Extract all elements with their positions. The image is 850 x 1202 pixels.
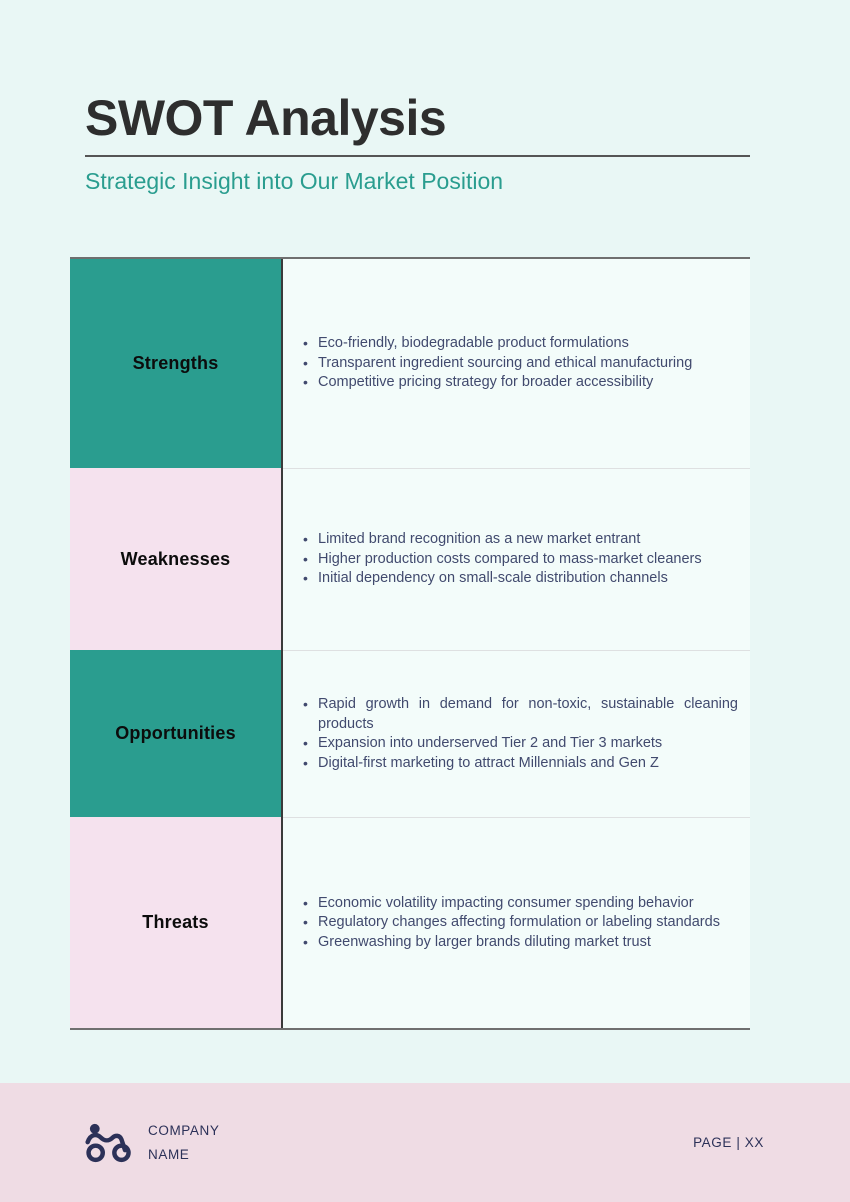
swot-row-label: Strengths [70,259,283,468]
swot-row: Weaknesses Limited brand recognition as … [70,468,750,650]
swot-category-label: Opportunities [115,723,236,743]
swot-row-label: Threats [70,817,283,1028]
swot-row-label: Opportunities [70,650,283,817]
list-item: Regulatory changes affecting formulation… [301,913,738,933]
page-subtitle: Strategic Insight into Our Market Positi… [85,168,504,194]
list-item: Rapid growth in demand for non-toxic, su… [301,695,738,734]
swot-category-label: Threats [142,912,209,932]
list-item: Higher production costs compared to mass… [301,550,738,570]
bullet-list: Limited brand recognition as a new marke… [301,530,738,589]
company-name: COMPANY NAME [148,1119,219,1167]
bullet-list: Economic volatility impacting consumer s… [301,894,738,953]
list-item: Economic volatility impacting consumer s… [301,894,738,914]
swot-row-content: Limited brand recognition as a new marke… [283,468,750,650]
header: SWOT Analysis Strategic Insight into Our… [0,0,850,197]
bullet-list: Rapid growth in demand for non-toxic, su… [301,695,738,773]
footer: COMPANY NAME PAGE | XX [0,1083,850,1202]
company-name-line1: COMPANY [148,1122,220,1138]
swot-row: Threats Economic volatility impacting co… [70,817,750,1028]
bullet-list: Eco-friendly, biodegradable product form… [301,334,738,393]
list-item: Limited brand recognition as a new marke… [301,530,738,550]
list-item: Expansion into underserved Tier 2 and Ti… [301,734,738,754]
list-item: Eco-friendly, biodegradable product form… [301,334,738,354]
list-item: Initial dependency on small-scale distri… [301,569,738,589]
swot-category-label: Weaknesses [120,548,231,569]
list-item: Digital-first marketing to attract Mille… [301,754,738,774]
swot-row-content: Eco-friendly, biodegradable product form… [283,259,750,468]
swot-category-label: Strengths [132,353,219,373]
swot-row: Opportunities Rapid growth in demand for… [70,650,750,817]
company-name-line2: NAME [148,1146,190,1162]
list-item: Greenwashing by larger brands diluting m… [301,933,738,953]
page-number: PAGE | XX [693,1135,764,1150]
swot-row-content: Economic volatility impacting consumer s… [283,817,750,1028]
swot-table: Strengths Eco-friendly, biodegradable pr… [70,257,750,1030]
swot-row-label: Weaknesses [70,468,283,650]
title-divider [85,155,750,157]
list-item: Transparent ingredient sourcing and ethi… [301,354,738,374]
company-brand: COMPANY NAME [85,1119,219,1167]
page-title: SWOT Analysis [85,90,447,146]
swot-row: Strengths Eco-friendly, biodegradable pr… [70,259,750,468]
cyclist-logo-icon [85,1122,133,1164]
list-item: Competitive pricing strategy for broader… [301,373,738,393]
swot-row-content: Rapid growth in demand for non-toxic, su… [283,650,750,817]
